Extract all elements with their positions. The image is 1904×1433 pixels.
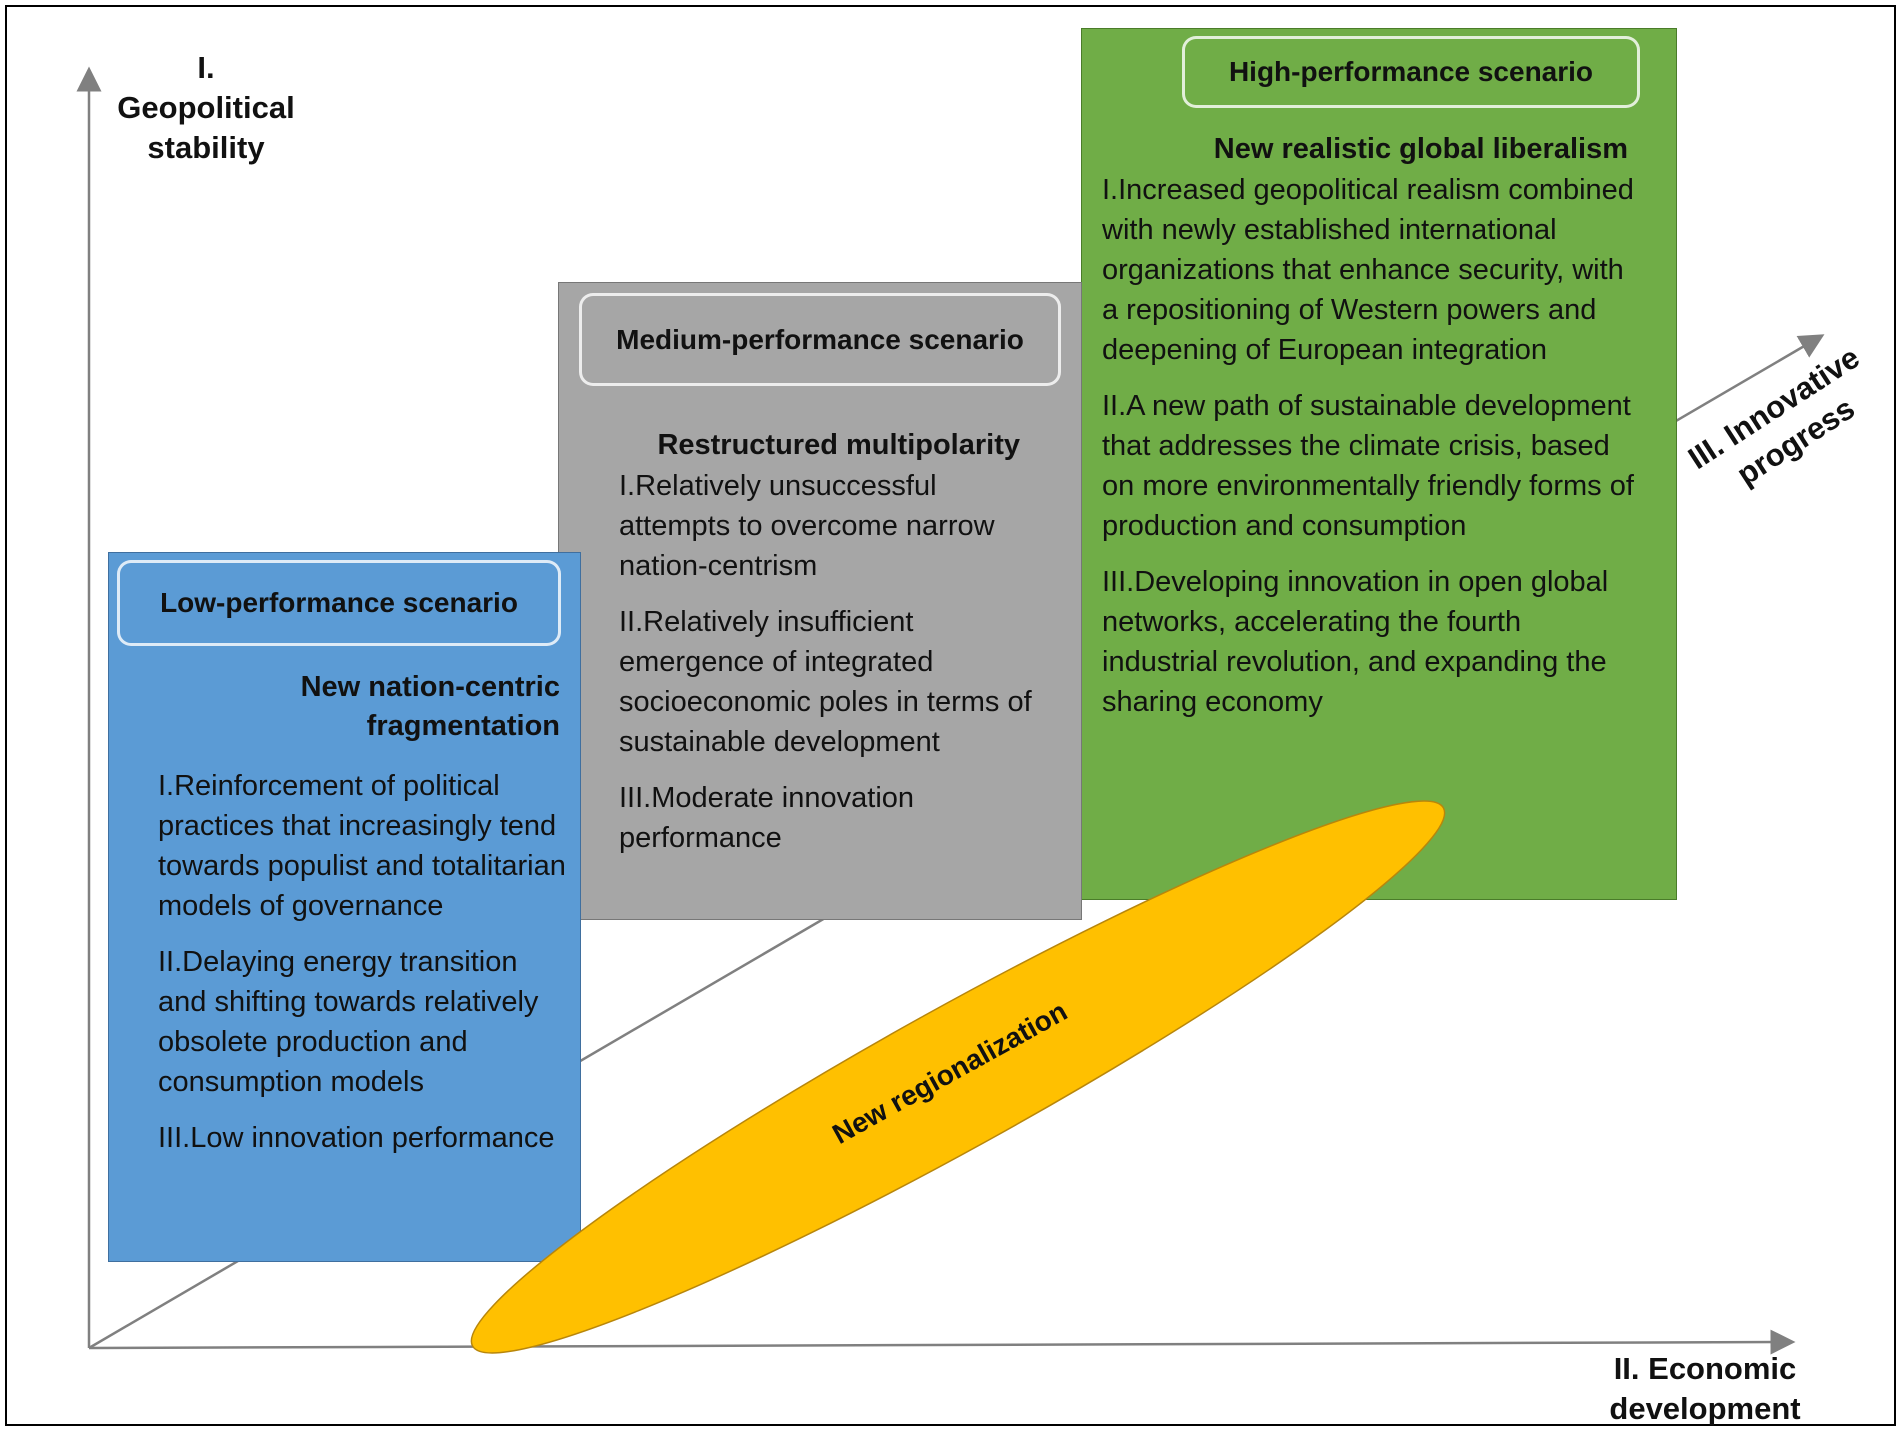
x-axis-label-line2: development — [1609, 1391, 1801, 1426]
high-item-2: II.A new path of sustainable development… — [1102, 390, 1634, 542]
medium-performance-box — [558, 282, 1082, 920]
low-scenario-header: Low-performance scenario — [117, 560, 561, 646]
low-performance-box — [108, 552, 581, 1262]
medium-item-2: II.Relatively insufficient emergence of … — [619, 606, 1032, 758]
high-scenario-subtitle: New realistic global liberalism — [1213, 133, 1628, 165]
high-performance-box — [1081, 28, 1677, 900]
medium-item-1: I.Relatively unsuccessful attempts to ov… — [619, 470, 995, 582]
high-item-3: III.Developing innovation in open global… — [1102, 566, 1609, 718]
high-item-1: I.Increased geopolitical realism combine… — [1102, 174, 1634, 366]
low-subtitle-line1: New nation-centric — [300, 671, 560, 703]
y-axis-label-line2: stability — [147, 130, 265, 165]
x-axis — [88, 1329, 1796, 1355]
medium-item-3: III.Moderate innovation performance — [619, 782, 915, 854]
medium-scenario-items: I.Relatively unsuccessful attempts to ov… — [619, 466, 1039, 874]
low-item-2: II.Delaying energy transition and shifti… — [158, 946, 539, 1098]
y-axis-label-line1: I. Geopolitical — [117, 50, 295, 125]
medium-scenario-subtitle: Restructured multipolarity — [657, 429, 1020, 461]
y-axis-label: I. Geopolitical stability — [106, 48, 306, 168]
x-axis-label-line1: II. Economic — [1613, 1351, 1797, 1386]
regionalization-ellipse — [470, 800, 1446, 1354]
medium-scenario-header: Medium-performance scenario — [579, 293, 1061, 386]
low-subtitle-line2: fragmentation — [366, 710, 560, 742]
low-scenario-subtitle: New nation-centric fragmentation — [250, 668, 560, 746]
low-item-3: III.Low innovation performance — [158, 1122, 555, 1154]
low-scenario-items: I.Reinforcement of political practices t… — [158, 766, 570, 1174]
x-axis-label: II. Economic development — [1600, 1349, 1810, 1429]
high-scenario-header: High-performance scenario — [1182, 36, 1640, 108]
diagram-frame — [5, 5, 1896, 1426]
low-item-1: I.Reinforcement of political practices t… — [158, 770, 566, 922]
high-scenario-items: I.Increased geopolitical realism combine… — [1102, 170, 1642, 738]
